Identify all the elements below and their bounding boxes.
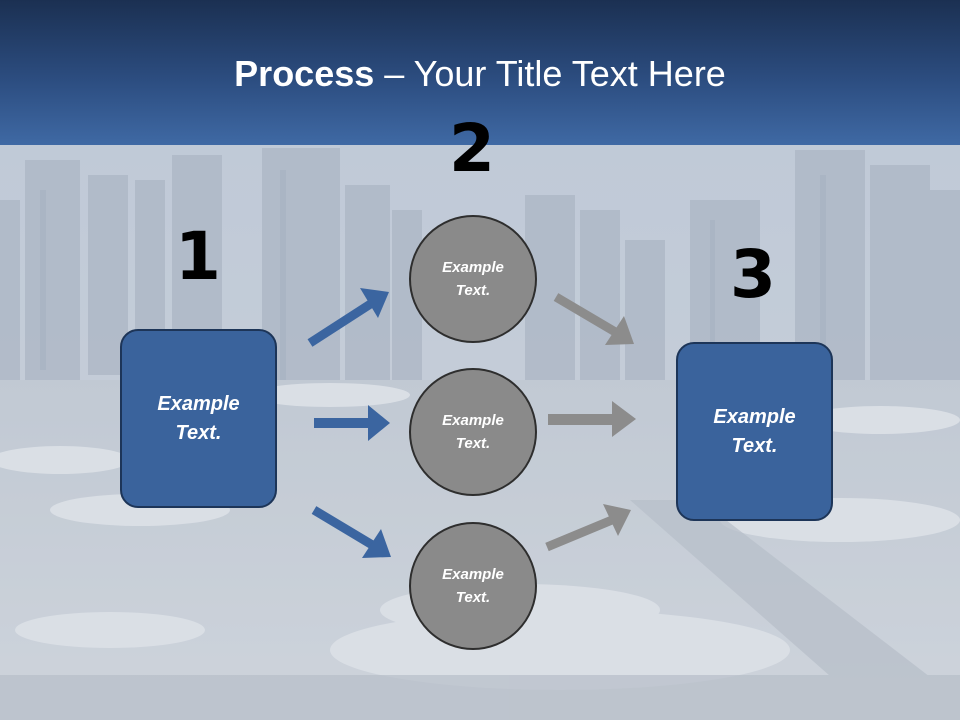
circle-bottom-label: Example Text. (442, 566, 504, 606)
step-number-2: 2 (449, 110, 495, 187)
step-number-1: 1 (175, 218, 221, 295)
step-2-circle-bottom: Example Text. (409, 522, 537, 650)
title-rest: – Your Title Text Here (374, 53, 726, 94)
circle-top-label: Example Text. (442, 259, 504, 299)
title-bold: Process (234, 53, 375, 94)
step-1-box: Example Text. (120, 329, 277, 508)
step-3-box: Example Text. (676, 342, 833, 521)
step-number-3: 3 (730, 236, 776, 313)
step-3-label: Example Text. (713, 405, 796, 457)
title-bar (0, 0, 960, 145)
step-2-circle-top: Example Text. (409, 215, 537, 343)
slide-title: Process – Your Title Text Here (0, 52, 960, 96)
circle-middle-label: Example Text. (442, 412, 504, 452)
step-2-circle-middle: Example Text. (409, 368, 537, 496)
step-1-label: Example Text. (157, 392, 240, 444)
